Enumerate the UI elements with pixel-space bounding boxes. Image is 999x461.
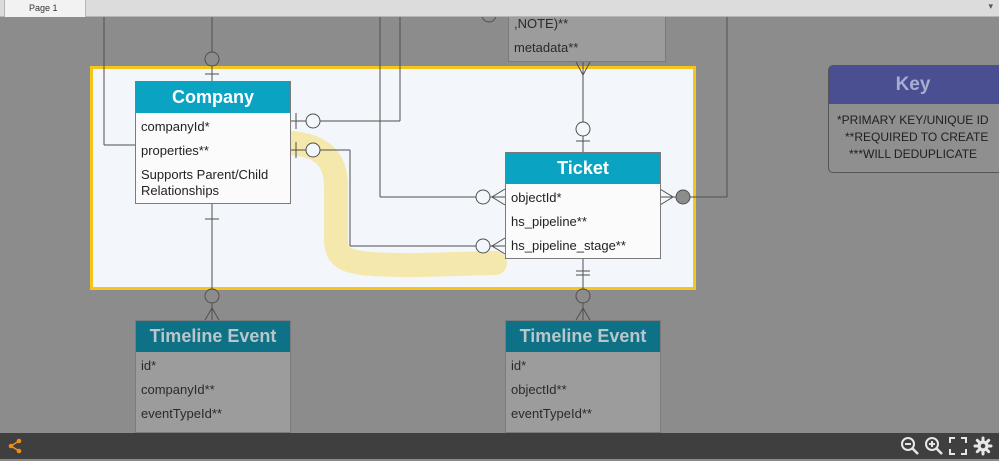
field-objectid: objectId* xyxy=(511,190,562,205)
gear-icon[interactable] xyxy=(973,436,993,456)
entity-timeline-event-left[interactable]: Timeline Event id* companyId** eventType… xyxy=(135,320,291,433)
field-metadata: metadata** xyxy=(514,40,579,55)
field-hs-pipeline: hs_pipeline** xyxy=(511,214,587,229)
key-legend[interactable]: Key *PRIMARY KEY/UNIQUE ID **REQUIRED TO… xyxy=(828,65,999,173)
field-objectid: objectId** xyxy=(511,382,567,397)
key-line-required: **REQUIRED TO CREATE xyxy=(845,130,989,144)
zoom-out-icon[interactable] xyxy=(900,436,920,456)
field-companyid: companyId** xyxy=(141,382,215,397)
entity-ticket-title: Ticket xyxy=(506,153,660,184)
diagram-canvas[interactable]: ,NOTE)** metadata** Company companyId* p… xyxy=(0,17,999,433)
entity-company[interactable]: Company companyId* properties** Supports… xyxy=(135,81,291,204)
field-parent-child: Supports Parent/Child Relationships xyxy=(141,167,269,198)
key-line-primary: *PRIMARY KEY/UNIQUE ID xyxy=(837,113,989,127)
entity-company-title: Company xyxy=(136,82,290,113)
bottom-toolbar xyxy=(0,433,999,459)
relationship-lines xyxy=(103,17,728,321)
field-companyid: companyId* xyxy=(141,119,210,134)
share-icon[interactable] xyxy=(5,436,25,456)
field-id: id* xyxy=(141,358,157,373)
entity-timeline-right-title: Timeline Event xyxy=(506,321,660,352)
key-title: Key xyxy=(829,66,999,104)
chevron-down-icon[interactable]: ▾ xyxy=(988,1,993,11)
field-hs-pipeline-stage: hs_pipeline_stage** xyxy=(511,238,626,253)
field-eventtypeid: eventTypeId** xyxy=(511,406,592,421)
entity-timeline-event-right[interactable]: Timeline Event id* objectId** eventTypeI… xyxy=(505,320,661,433)
tab-page-1[interactable]: Page 1 xyxy=(4,0,86,17)
field-id: id* xyxy=(511,358,527,373)
entity-partial-top[interactable]: ,NOTE)** metadata** xyxy=(508,17,666,62)
entity-ticket[interactable]: Ticket objectId* hs_pipeline** hs_pipeli… xyxy=(505,152,661,259)
key-line-deduplicate: ***WILL DEDUPLICATE xyxy=(849,147,978,161)
entity-timeline-left-title: Timeline Event xyxy=(136,321,290,352)
page-tab-bar: Page 1 ▾ xyxy=(0,0,999,17)
field-note: ,NOTE)** xyxy=(514,17,569,31)
field-properties: properties** xyxy=(141,143,209,158)
zoom-in-icon[interactable] xyxy=(924,436,944,456)
field-eventtypeid: eventTypeId** xyxy=(141,406,222,421)
fit-screen-icon[interactable] xyxy=(948,436,968,456)
marker-highlight-stroke xyxy=(278,131,507,277)
